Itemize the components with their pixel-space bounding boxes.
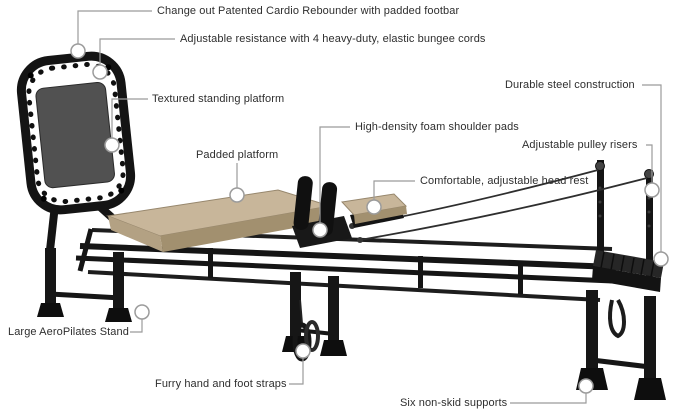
callout-label-pulley-risers: Adjustable pulley risers	[522, 139, 638, 151]
callout-marker-head-rest	[366, 199, 382, 215]
callout-label-padded-platform: Padded platform	[196, 149, 279, 161]
callout-label-straps: Furry hand and foot straps	[155, 378, 287, 390]
callout-label-cardio-rebounder: Change out Patented Cardio Rebounder wit…	[157, 5, 460, 17]
bungee-cord-loops	[26, 61, 126, 205]
callout-label-standing-platform: Textured standing platform	[152, 93, 285, 105]
callout-marker-standing-platform	[104, 137, 120, 153]
callout-marker-supports	[578, 378, 594, 394]
callout-marker-straps	[295, 343, 311, 359]
aeropilates-stand-legs	[37, 248, 666, 400]
pulley	[644, 169, 654, 179]
callout-label-supports: Six non-skid supports	[400, 397, 508, 409]
callout-marker-stand	[134, 304, 150, 320]
hand-foot-straps	[292, 299, 626, 362]
callout-marker-pulley-risers	[644, 182, 660, 198]
callout-marker-padded-platform	[229, 187, 245, 203]
callout-label-stand: Large AeroPilates Stand	[8, 326, 129, 338]
non-skid-foot	[634, 378, 666, 400]
pulley-risers	[595, 160, 654, 288]
callout-marker-bungee-cords	[92, 64, 108, 80]
callout-label-head-rest: Comfortable, adjustable head rest	[420, 175, 589, 187]
callout-marker-steel-construction	[653, 251, 669, 267]
callout-leaders	[77, 10, 662, 404]
callout-markers	[70, 43, 669, 394]
non-skid-foot	[105, 308, 132, 322]
callout-label-shoulder-pads: High-density foam shoulder pads	[355, 121, 519, 133]
callout-marker-shoulder-pads	[312, 222, 328, 238]
callout-label-bungee-cords: Adjustable resistance with 4 heavy-duty,…	[180, 33, 486, 45]
pulley	[595, 161, 605, 171]
end-platform	[592, 250, 664, 292]
callout-marker-cardio-rebounder	[70, 43, 86, 59]
non-skid-foot	[320, 340, 347, 356]
callout-label-steel-construction: Durable steel construction	[505, 79, 635, 91]
non-skid-foot	[37, 303, 64, 317]
